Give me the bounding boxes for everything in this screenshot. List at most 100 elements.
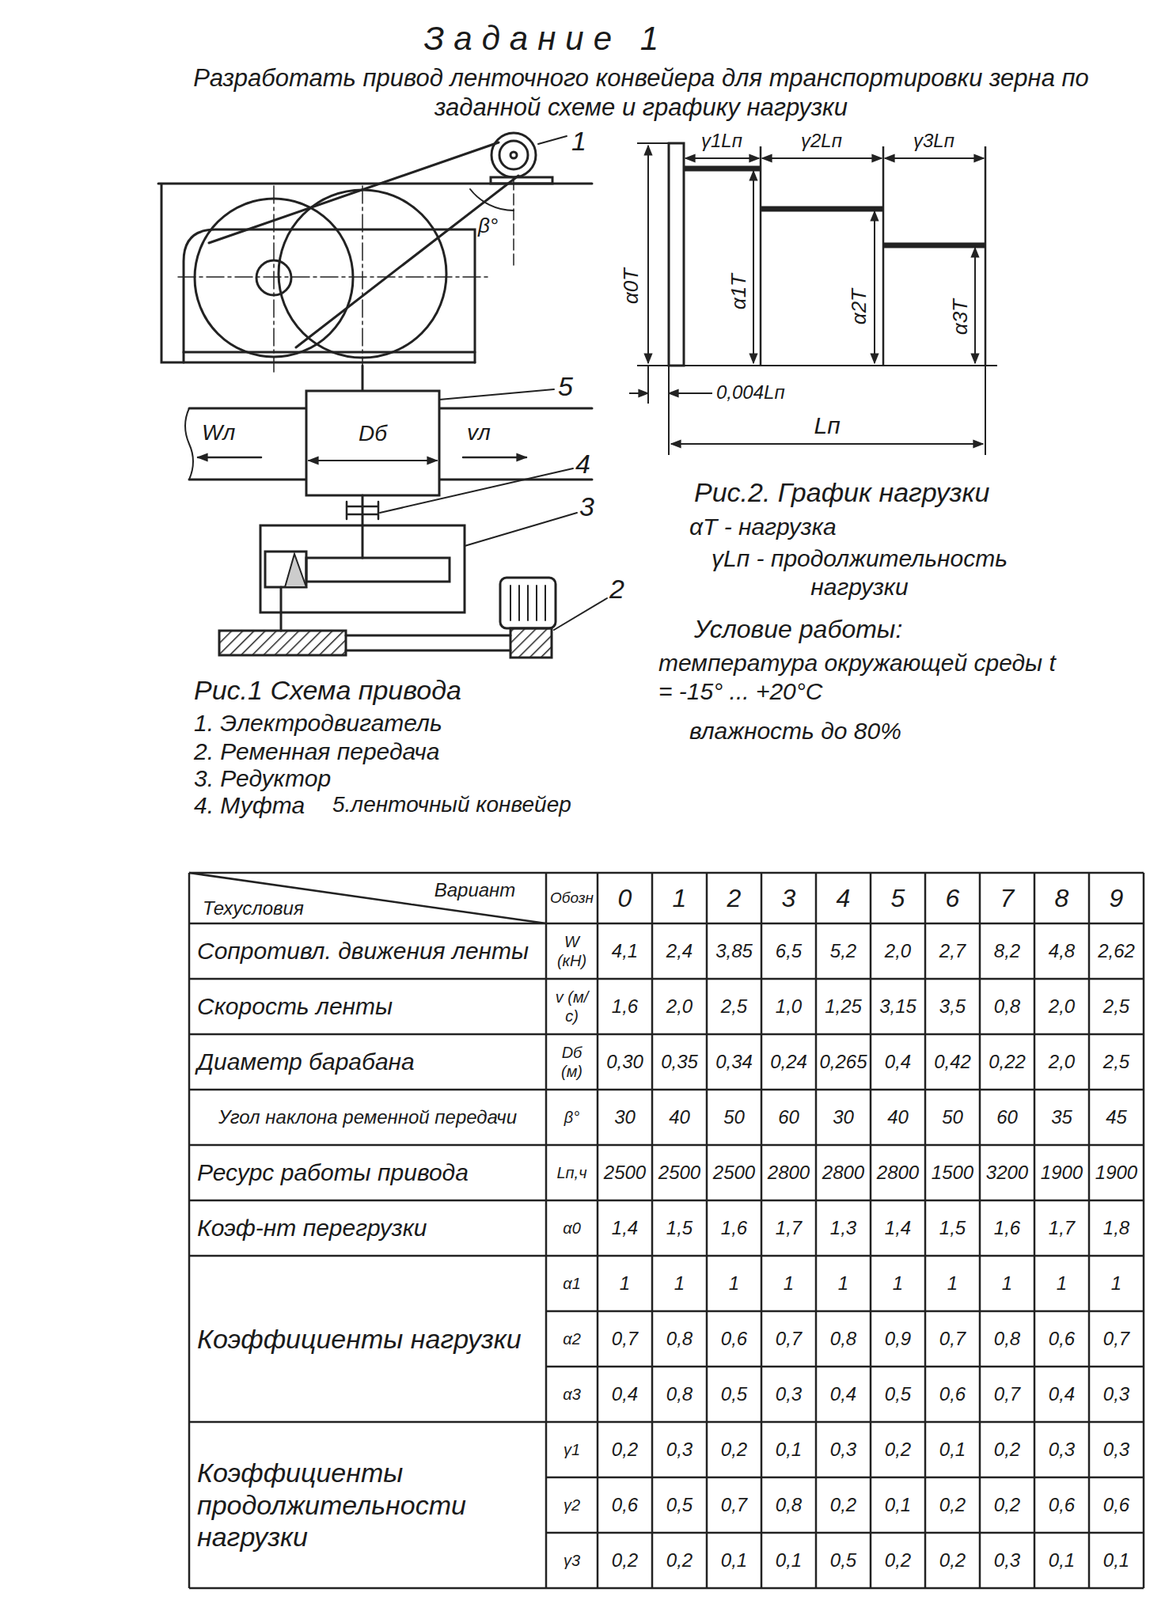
table-cell: 1 [815,1256,871,1312]
table-rule [188,872,191,1589]
table-rule [924,872,927,1589]
table-rule [189,872,1144,875]
dimension-line [629,392,649,395]
frame-outline [158,183,592,363]
figure-caption: Рис.2. График нагрузки [694,476,990,509]
table-rule [869,872,873,1589]
table-cell: 1 [597,1256,653,1312]
table-cell: 1500 [925,1145,980,1201]
table-cell: 3,5 [925,979,980,1035]
table-cell: 0,6 [706,1311,762,1367]
table-cell: 1,5 [925,1200,980,1257]
table-rule [546,1532,1144,1535]
table-cell: 0,6 [597,1477,653,1534]
table-symbol: Dб (м) [546,1034,598,1090]
table-cell: 0,7 [761,1311,816,1367]
callout-number: 1 [571,125,587,158]
part-list-item: 4. Муфта [193,791,305,820]
table-cell: 2500 [706,1145,762,1201]
table-cell: 1,5 [652,1200,707,1257]
dimension-line [974,247,976,364]
load-graph [629,143,998,456]
table-rule [189,1587,1144,1591]
table-group-label: Коэффициенты продолжительности нагрузки [189,1422,547,1589]
angle-label: β° [478,213,498,239]
table-cell: 0,35 [652,1034,707,1090]
table-cell: 50 [925,1089,980,1146]
callout-number: 3 [579,490,595,524]
table-cell: 1 [979,1256,1035,1312]
table-cell: 0,4 [815,1366,871,1423]
dimension-line [752,170,755,364]
table-cell: 0,2 [925,1533,980,1589]
break-line [185,408,194,480]
part-list-item: 2. Ременная передача [193,737,440,767]
dimension-label: γ3Lп [913,129,955,153]
table-cell: 0,8 [815,1311,871,1367]
table-cell: 0,7 [597,1311,653,1367]
table-cell: 0,5 [652,1477,707,1534]
force-label: Wл [201,419,236,447]
table-cell: 1 [652,1256,707,1312]
table-cell: 0,5 [706,1366,762,1423]
motor-base [490,177,553,184]
table-cell: 0,5 [870,1366,926,1423]
table-cell: 0,34 [706,1034,762,1090]
dimension-line [685,157,759,160]
dimension-label: α0T [618,265,643,307]
table-cell: 1,4 [870,1200,926,1257]
dimension-line [668,392,713,395]
table-cell: 1900 [1034,1145,1090,1201]
drive-scheme [158,132,608,658]
leader-line [439,389,555,400]
variant-number: 2 [706,872,762,924]
table-cell: 4,8 [1034,923,1090,980]
table-cell: 1,25 [815,979,871,1035]
table-cell: 2,5 [1089,1034,1144,1090]
table-cell: 3200 [979,1145,1035,1201]
center-line [178,185,491,372]
dimension-line [762,157,882,160]
shaft [361,525,365,558]
part-list-item: 5.ленточный конвейер [332,791,572,819]
table-cell: 0,2 [870,1533,926,1589]
table-cell: 1 [870,1256,926,1312]
shaft [361,365,365,391]
callout-number: 4 [575,447,591,481]
variant-number: 1 [652,872,707,924]
variant-number: 4 [815,872,871,924]
table-row-label: Ресурс работы привода [189,1145,547,1201]
table-cell: 0,42 [925,1034,980,1090]
graph-note: γLп - продолжительность нагрузки [689,544,1030,602]
table-header: Обозн [546,872,598,924]
dimension-label: Lп [812,411,843,441]
conveyor-drum [306,390,440,496]
table-cell: 0,6 [1034,1311,1090,1367]
dimension-line [873,211,876,364]
table-cell: 0,3 [815,1422,871,1478]
table-cell: 1 [925,1256,980,1312]
table-rule [651,872,654,1589]
table-cell: 3,85 [706,923,762,980]
table-cell: 30 [815,1089,871,1146]
table-rule [815,872,818,1589]
table-cell: 0,3 [1034,1422,1090,1478]
table-symbol: α2 [546,1311,598,1367]
table-cell: 2500 [597,1145,653,1201]
table-cell: 2,5 [1089,979,1144,1035]
table-rule [189,1089,1144,1092]
table-rule [189,872,547,924]
table-cell: 0,2 [597,1533,653,1589]
table-cell: 0,9 [870,1311,926,1367]
table-cell: 2,0 [652,979,707,1035]
table-symbol: Lп,ч [546,1145,598,1201]
table-header: Вариант [411,876,539,904]
sheet-title: Задание 1 [424,18,669,59]
dimension-line [308,459,437,462]
table-symbol: γ3 [546,1533,598,1589]
table-cell: 2800 [870,1145,926,1201]
conditions-heading: Условие работы: [694,614,903,645]
load-level [683,168,986,246]
